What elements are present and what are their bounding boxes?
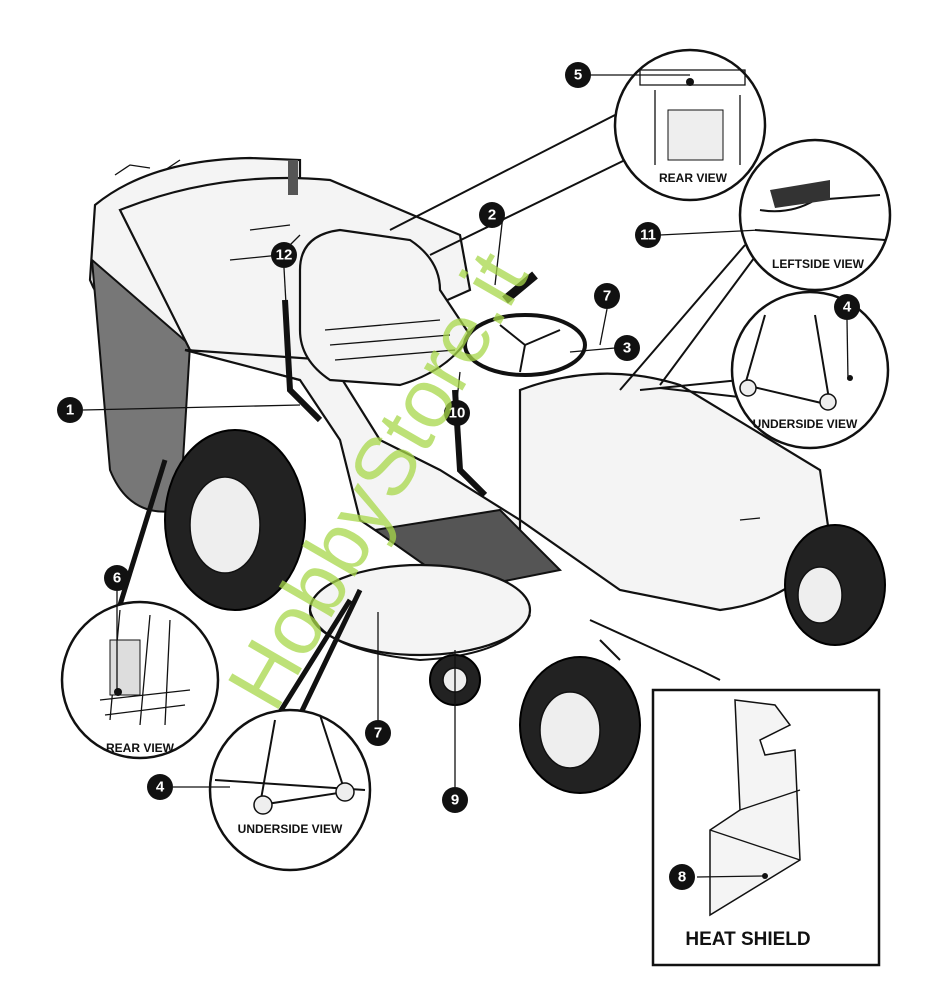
svg-text:7: 7 bbox=[603, 288, 611, 305]
svg-text:7: 7 bbox=[374, 725, 382, 742]
svg-text:11: 11 bbox=[640, 227, 656, 244]
callout-5: 5 bbox=[565, 62, 591, 88]
callout-1: 1 bbox=[57, 397, 83, 423]
inset-rear-view-top: REAR VIEW bbox=[613, 48, 767, 202]
svg-text:4: 4 bbox=[156, 779, 165, 796]
leftside-view-caption: LEFTSIDE VIEW bbox=[772, 257, 865, 271]
heat-shield-panel: HEAT SHIELD bbox=[651, 688, 881, 967]
callout-2: 2 bbox=[479, 202, 505, 228]
callout-7: 7 bbox=[365, 720, 391, 746]
svg-text:2: 2 bbox=[488, 207, 496, 224]
svg-text:8: 8 bbox=[678, 869, 686, 886]
callout-12: 12 bbox=[271, 242, 297, 268]
underside-view-caption: UNDERSIDE VIEW bbox=[238, 822, 343, 836]
svg-text:6: 6 bbox=[113, 570, 121, 587]
callout-4: 4 bbox=[147, 774, 173, 800]
inset-underside-view-bottom: UNDERSIDE VIEW bbox=[208, 708, 372, 872]
callout-11: 11 bbox=[635, 222, 661, 248]
svg-text:5: 5 bbox=[574, 67, 582, 84]
svg-text:12: 12 bbox=[276, 247, 293, 264]
steering-wheel bbox=[463, 271, 587, 377]
rear-view-caption: REAR VIEW bbox=[659, 171, 728, 185]
svg-text:10: 10 bbox=[449, 405, 466, 422]
callout-8: 8 bbox=[669, 864, 695, 890]
heat-shield-title: HEAT SHIELD bbox=[685, 929, 810, 950]
callout-3: 3 bbox=[614, 335, 640, 361]
inset-leaders bbox=[117, 114, 761, 722]
callout-10: 10 bbox=[444, 400, 470, 426]
wheels bbox=[164, 429, 886, 794]
callout-7: 7 bbox=[594, 283, 620, 309]
inset-underside-view-right: UNDERSIDE VIEW bbox=[730, 290, 890, 450]
underside-view-caption: UNDERSIDE VIEW bbox=[753, 417, 858, 431]
svg-text:9: 9 bbox=[451, 792, 459, 809]
inset-leftside-view: LEFTSIDE VIEW bbox=[738, 138, 892, 292]
callout-9: 9 bbox=[442, 787, 468, 813]
svg-text:3: 3 bbox=[623, 340, 631, 357]
inset-rear-view-left: REAR VIEW bbox=[60, 600, 220, 760]
callout-leaders bbox=[82, 74, 849, 788]
callout-6: 6 bbox=[104, 565, 130, 591]
callout-4: 4 bbox=[834, 294, 860, 320]
svg-text:1: 1 bbox=[66, 402, 74, 419]
svg-text:4: 4 bbox=[843, 299, 852, 316]
rear-view-caption: REAR VIEW bbox=[106, 741, 175, 755]
